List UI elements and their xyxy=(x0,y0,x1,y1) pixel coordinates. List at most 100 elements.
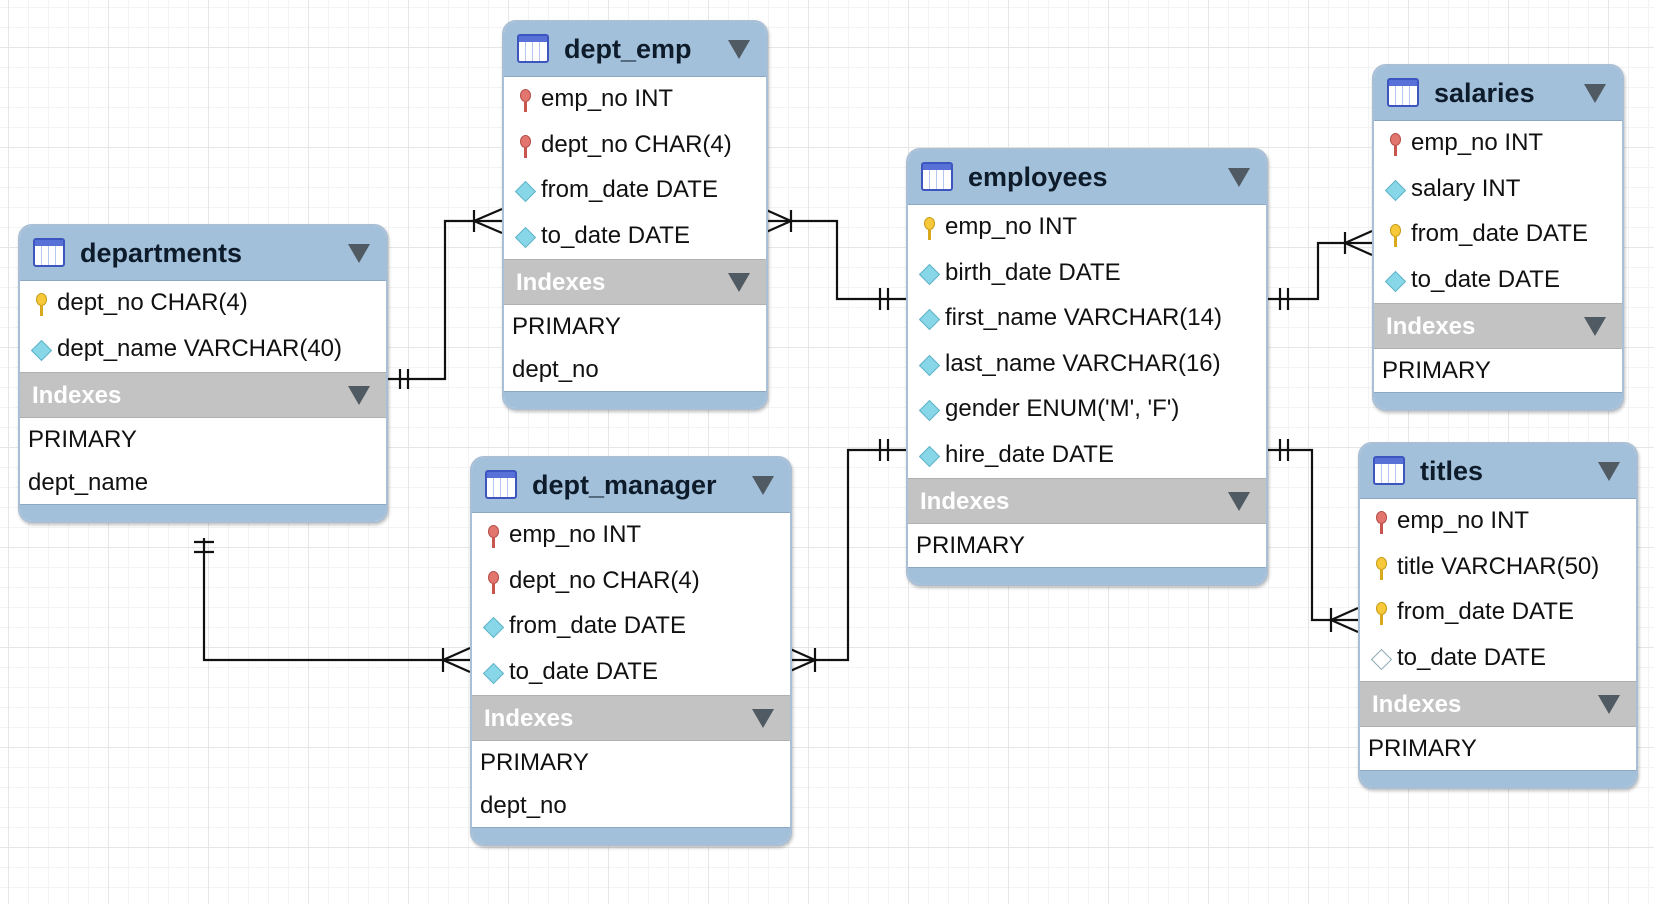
collapse-arrow-icon[interactable] xyxy=(1584,317,1606,336)
collapse-arrow-icon[interactable] xyxy=(752,709,774,728)
column-label: to_date DATE xyxy=(1397,643,1546,671)
collapse-arrow-icon[interactable] xyxy=(1598,462,1620,481)
column-row[interactable]: salary INT xyxy=(1374,167,1622,213)
index-row[interactable]: PRIMARY xyxy=(20,418,386,461)
column-row[interactable]: from_date DATE xyxy=(472,604,790,650)
primary-key-icon xyxy=(1370,555,1392,581)
index-label: PRIMARY xyxy=(28,426,137,453)
table-dept-emp[interactable]: dept_emp emp_no INT dept_no CHAR(4) from… xyxy=(502,20,768,410)
column-label: from_date DATE xyxy=(509,612,686,639)
column-row[interactable]: hire_date DATE xyxy=(908,433,1266,479)
collapse-arrow-icon[interactable] xyxy=(1584,84,1606,103)
table-footer xyxy=(1374,392,1622,409)
table-header[interactable]: employees xyxy=(908,150,1266,205)
column-row[interactable]: to_date DATE xyxy=(1360,636,1636,682)
column-row[interactable]: birth_date DATE xyxy=(908,251,1266,297)
column-diamond-icon xyxy=(918,306,941,332)
table-icon xyxy=(1387,78,1419,107)
column-row[interactable]: dept_no CHAR(4) xyxy=(504,123,766,169)
column-label: from_date DATE xyxy=(1397,598,1574,625)
column-row[interactable]: emp_no INT xyxy=(1360,499,1636,545)
column-row[interactable]: emp_no INT xyxy=(908,205,1266,251)
column-label: emp_no INT xyxy=(541,85,674,112)
index-row[interactable]: dept_no xyxy=(504,348,766,391)
column-diamond-icon xyxy=(514,224,537,250)
foreign-key-icon xyxy=(514,87,536,113)
column-row[interactable]: to_date DATE xyxy=(472,650,790,696)
column-label: emp_no INT xyxy=(945,213,1078,240)
indexes-header[interactable]: Indexes xyxy=(1360,681,1636,727)
column-label: dept_no CHAR(4) xyxy=(57,289,248,316)
column-row[interactable]: emp_no INT xyxy=(472,513,790,559)
indexes-label: Indexes xyxy=(484,705,574,732)
table-header[interactable]: titles xyxy=(1360,444,1636,499)
column-row[interactable]: dept_name VARCHAR(40) xyxy=(20,327,386,373)
column-row[interactable]: last_name VARCHAR(16) xyxy=(908,342,1266,388)
index-row[interactable]: PRIMARY xyxy=(1374,349,1622,392)
collapse-arrow-icon[interactable] xyxy=(348,386,370,405)
collapse-arrow-icon[interactable] xyxy=(752,476,774,495)
collapse-arrow-icon[interactable] xyxy=(348,244,370,263)
index-label: PRIMARY xyxy=(512,313,621,340)
table-header[interactable]: dept_manager xyxy=(472,458,790,513)
table-header[interactable]: departments xyxy=(20,226,386,281)
table-salaries[interactable]: salaries emp_no INT salary INT from_date… xyxy=(1372,64,1624,411)
column-row[interactable]: from_date DATE xyxy=(504,168,766,214)
index-label: PRIMARY xyxy=(1382,357,1491,384)
column-row[interactable]: from_date DATE xyxy=(1374,212,1622,258)
column-row[interactable]: dept_no CHAR(4) xyxy=(472,559,790,605)
column-diamond-icon xyxy=(514,178,537,204)
column-nullable-icon xyxy=(1370,646,1393,672)
column-label: emp_no INT xyxy=(1397,507,1530,534)
indexes-header[interactable]: Indexes xyxy=(20,372,386,418)
table-departments[interactable]: departments dept_no CHAR(4) dept_name VA… xyxy=(18,224,388,523)
table-icon xyxy=(33,238,65,267)
index-label: dept_no xyxy=(512,356,599,383)
column-row[interactable]: first_name VARCHAR(14) xyxy=(908,296,1266,342)
column-label: dept_name VARCHAR(40) xyxy=(57,334,343,362)
column-row[interactable]: dept_no CHAR(4) xyxy=(20,281,386,327)
table-name: dept_manager xyxy=(532,470,717,500)
connector-employees-dept-manager xyxy=(788,448,906,662)
table-icon xyxy=(921,162,953,191)
column-row[interactable]: to_date DATE xyxy=(1374,258,1622,304)
column-row[interactable]: title VARCHAR(50) xyxy=(1360,545,1636,591)
index-row[interactable]: PRIMARY xyxy=(1360,727,1636,770)
index-row[interactable]: dept_name xyxy=(20,461,386,504)
collapse-arrow-icon[interactable] xyxy=(728,273,750,292)
collapse-arrow-icon[interactable] xyxy=(1228,492,1250,511)
indexes-header[interactable]: Indexes xyxy=(472,695,790,741)
indexes-header[interactable]: Indexes xyxy=(504,259,766,305)
index-row[interactable]: PRIMARY xyxy=(504,305,766,348)
table-footer xyxy=(472,827,790,844)
table-dept-manager[interactable]: dept_manager emp_no INT dept_no CHAR(4) … xyxy=(470,456,792,846)
index-label: dept_no xyxy=(480,792,567,819)
column-row[interactable]: from_date DATE xyxy=(1360,590,1636,636)
foreign-key-icon xyxy=(1384,131,1406,157)
column-row[interactable]: emp_no INT xyxy=(1374,121,1622,167)
table-header[interactable]: salaries xyxy=(1374,66,1622,121)
table-header[interactable]: dept_emp xyxy=(504,22,766,77)
column-row[interactable]: emp_no INT xyxy=(504,77,766,123)
indexes-header[interactable]: Indexes xyxy=(908,478,1266,524)
collapse-arrow-icon[interactable] xyxy=(1228,168,1250,187)
table-name: dept_emp xyxy=(564,34,692,64)
collapse-arrow-icon[interactable] xyxy=(728,40,750,59)
column-label: title VARCHAR(50) xyxy=(1397,552,1600,580)
table-titles[interactable]: titles emp_no INT title VARCHAR(50) from… xyxy=(1358,442,1638,789)
collapse-arrow-icon[interactable] xyxy=(1598,695,1620,714)
table-icon xyxy=(485,470,517,499)
foreign-key-icon xyxy=(482,569,504,595)
index-row[interactable]: PRIMARY xyxy=(472,741,790,784)
column-diamond-icon xyxy=(1384,177,1407,203)
indexes-label: Indexes xyxy=(920,488,1010,515)
connector-employees-dept-emp xyxy=(764,219,906,301)
index-row[interactable]: PRIMARY xyxy=(908,524,1266,567)
indexes-label: Indexes xyxy=(516,269,606,296)
index-row[interactable]: dept_no xyxy=(472,784,790,827)
table-employees[interactable]: employees emp_no INT birth_date DATE fir… xyxy=(906,148,1268,586)
column-row[interactable]: to_date DATE xyxy=(504,214,766,260)
indexes-header[interactable]: Indexes xyxy=(1374,303,1622,349)
foreign-key-icon xyxy=(1370,509,1392,535)
column-row[interactable]: gender ENUM('M', 'F') xyxy=(908,387,1266,433)
